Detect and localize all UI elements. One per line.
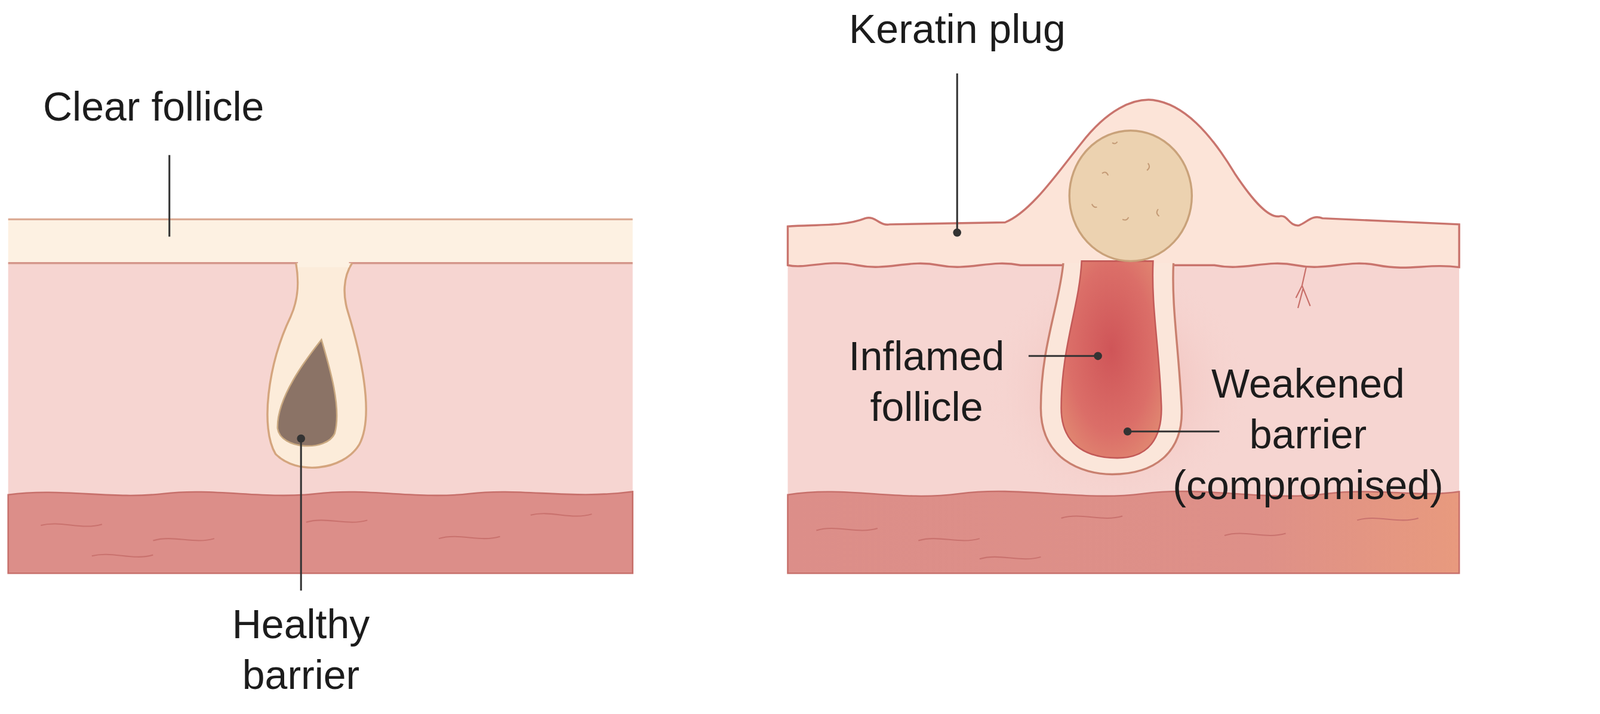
leader-lines — [169, 73, 1220, 591]
part-label: Clear follicle — [42, 81, 264, 132]
healthy-skin-section — [8, 219, 633, 574]
part-label: Inflamed follicle — [825, 330, 1029, 433]
part-label: Keratin plug — [848, 3, 1066, 55]
part-label: Weakened barrier (compromised) — [1158, 358, 1458, 511]
part-label: Healthy barrier — [202, 598, 400, 701]
inflamed-skin-section — [787, 99, 1460, 574]
